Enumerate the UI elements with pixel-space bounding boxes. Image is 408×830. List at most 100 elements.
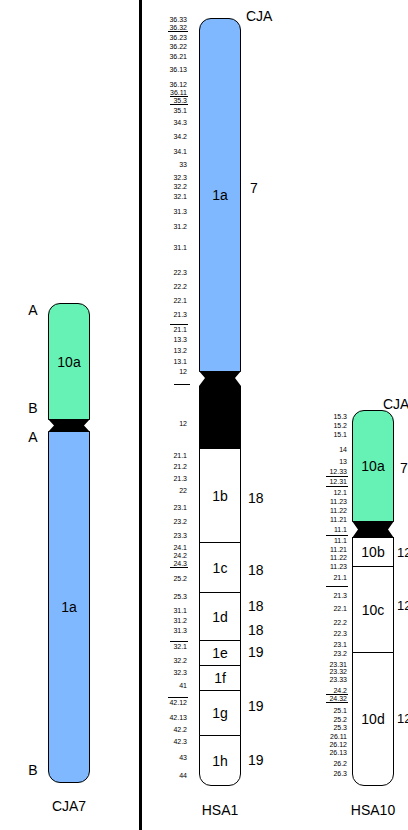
segment-label: 10a <box>361 458 384 474</box>
band-name: 31.3 <box>173 627 187 634</box>
band-name: 21.3 <box>173 311 187 318</box>
band-name: 43 <box>179 754 187 761</box>
band-name: 24.3 <box>173 560 187 567</box>
band-name: 22.2 <box>333 619 347 626</box>
band-name: 24.32 <box>329 695 347 702</box>
chromosome-number: 19 <box>248 753 264 767</box>
chromosome-segment: 1c <box>199 542 241 593</box>
chromosome-segment: 1b <box>199 448 241 543</box>
segment-label: 10b <box>361 544 384 560</box>
band-name: 13.1 <box>173 358 187 365</box>
divider-line <box>139 0 142 830</box>
chromosome-number: 7 <box>250 181 258 195</box>
band-name: 32.2 <box>173 657 187 664</box>
chromosome-number: 18 <box>248 563 264 577</box>
boundary-letter: A <box>28 303 37 317</box>
band-name: 34.2 <box>173 133 187 140</box>
chromosome-name: HSA10 <box>351 803 395 817</box>
band-name: 31.2 <box>173 223 187 230</box>
chromosome-number: 7 <box>400 461 408 475</box>
boundary-letter: B <box>28 763 37 777</box>
band-name: 22.1 <box>173 297 187 304</box>
segment-label: 1f <box>214 670 226 686</box>
chromosome-segment: 10b <box>352 537 394 567</box>
boundary-letter: A <box>28 430 37 444</box>
band-name: 35.1 <box>173 107 187 114</box>
chromosome-name: CJA7 <box>52 799 86 813</box>
segment-label: 1c <box>213 560 228 576</box>
band-name: 32.2 <box>173 183 187 190</box>
chromosome-segment: 1d <box>199 592 241 641</box>
band-name: 23.32 <box>329 668 347 675</box>
chromosome-number: 18 <box>248 491 264 505</box>
band-name: 41 <box>179 682 187 689</box>
segment-label: 1a <box>61 599 77 615</box>
band-name: 36.13 <box>169 66 187 73</box>
band-name: 21.2 <box>173 463 187 470</box>
band-name: 23.1 <box>173 504 187 511</box>
chromosome-number: 12 <box>397 599 408 612</box>
band-name: 25.3 <box>333 724 347 731</box>
band-name: 15.1 <box>333 431 347 438</box>
segment-label: 1g <box>212 705 228 721</box>
chromosome-number: 19 <box>248 699 264 713</box>
band-name: 31.2 <box>173 617 187 624</box>
band-name: 33 <box>179 161 187 168</box>
band-name: 11.21 <box>330 516 347 523</box>
chromosome-number: 19 <box>248 645 264 659</box>
chromosome-segment: 1f <box>199 665 241 691</box>
band-name: 21.3 <box>173 475 187 482</box>
band-name: 12 <box>179 368 187 375</box>
band-name: 21.3 <box>333 592 347 599</box>
band-name: 21.1 <box>173 452 187 459</box>
segment-label: 1d <box>212 609 228 625</box>
band-name: 12.31 <box>329 478 347 485</box>
band-name: 11.1 <box>334 526 347 533</box>
band-name: 24.1 <box>173 544 187 551</box>
segment-label: 10d <box>361 711 384 727</box>
band-name: 36.21 <box>169 53 187 60</box>
band-name: 42.3 <box>173 738 187 745</box>
band-name: 24.2 <box>333 687 347 694</box>
band-name: 11.23 <box>330 498 347 505</box>
band-name: 23.1 <box>333 641 347 648</box>
band-name: 26.2 <box>333 760 347 767</box>
band-name: 32.3 <box>173 669 187 676</box>
band-name: 32.3 <box>173 174 187 181</box>
band-name: 13 <box>339 458 347 465</box>
chromosome-number: 18 <box>248 599 264 613</box>
band-name: 23.33 <box>329 676 347 683</box>
band-name: 36.12 <box>169 81 187 88</box>
centromere <box>199 371 241 449</box>
band-name: 24.2 <box>173 552 187 559</box>
band-name: 36.33 <box>169 16 187 23</box>
band-name: 35.3 <box>173 97 187 104</box>
band-name: 26.13 <box>329 749 347 756</box>
band-name: 36.11 <box>170 89 187 96</box>
band-name: 34.3 <box>173 119 187 126</box>
band-name: 13.3 <box>173 336 187 343</box>
band-name: 26.3 <box>333 770 347 777</box>
band-name: 11.23 <box>330 563 347 570</box>
band-name: 31.1 <box>173 244 187 251</box>
chromosome-segment: 1e <box>199 640 241 666</box>
band-name: 15.2 <box>333 422 347 429</box>
chromosome-number: 12 <box>397 712 408 725</box>
band-name: 42.2 <box>173 726 187 733</box>
band-name: 25.3 <box>173 593 187 600</box>
band-ticks <box>168 32 348 703</box>
band-name: 15.3 <box>333 413 347 420</box>
band-name: 12.33 <box>329 468 347 475</box>
syntenic-segment: 10a <box>352 410 394 522</box>
band-name: 11.1 <box>334 537 347 544</box>
band-name: 26.12 <box>329 741 347 748</box>
species-label: CJA <box>383 397 408 411</box>
band-name: 12 <box>179 420 187 427</box>
band-name: 22.1 <box>333 605 347 612</box>
band-name: 25.2 <box>333 716 347 723</box>
chromosome-segment: 10c <box>352 566 394 653</box>
syntenic-segment: 10a <box>48 303 90 420</box>
syntenic-segment: 1a <box>199 18 241 372</box>
segment-label: 10c <box>362 602 385 618</box>
band-name: 13.2 <box>173 347 187 354</box>
